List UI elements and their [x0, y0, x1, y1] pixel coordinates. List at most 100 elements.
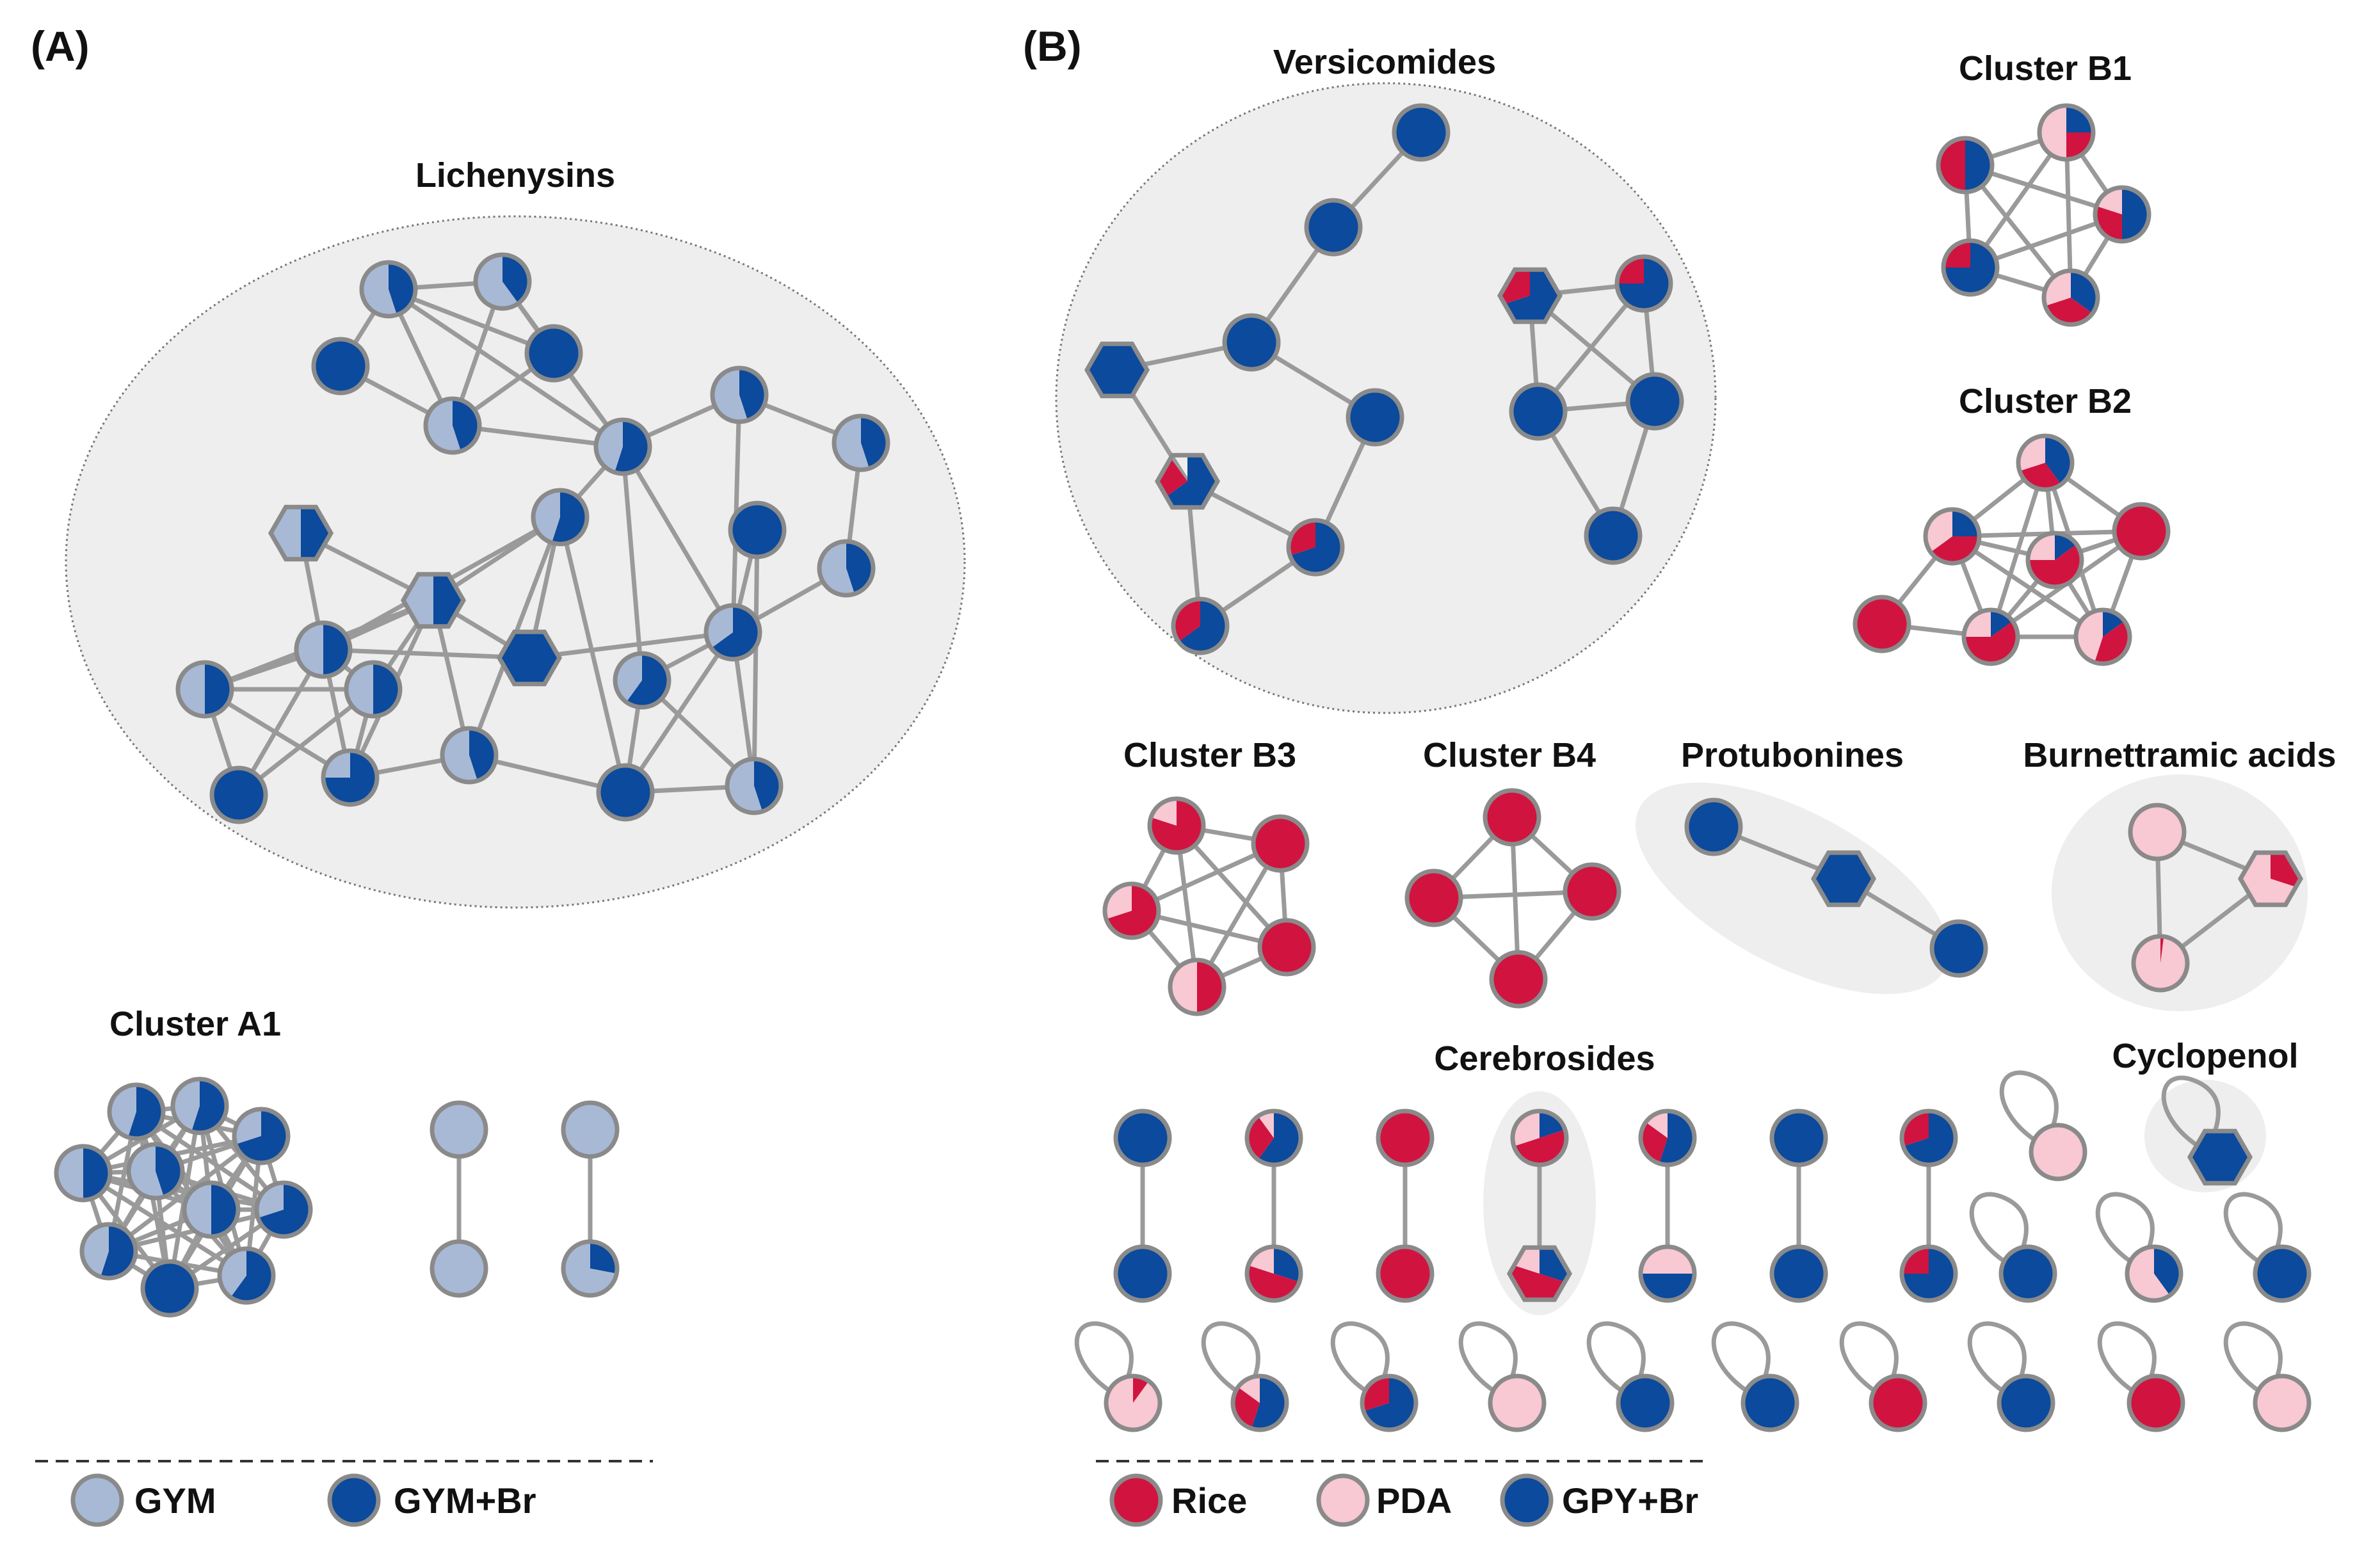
cluster-label-b2: Cluster B2: [1959, 382, 2132, 420]
cluster-b3-node: [1102, 881, 1161, 940]
cluster-b3-node: [1168, 957, 1226, 1016]
cluster-label-a1: Cluster A1: [109, 1005, 281, 1043]
lichenysins-node: [725, 756, 784, 815]
lichenysins-node: [359, 260, 418, 319]
lichenysins-node: [524, 324, 583, 383]
singleton-row-8-node: [1997, 1373, 2055, 1432]
legend-swatch-pda: [1316, 1473, 1370, 1527]
lichenysins-node: [268, 504, 334, 562]
lichenysins-edge: [387, 287, 555, 356]
cyclopenol-self-loop: [2161, 1075, 2221, 1146]
lichenysins-edge: [620, 445, 736, 634]
cluster-b4-node: [1563, 862, 1621, 921]
cluster-a1-edge: [82, 1171, 248, 1277]
singleton-row-2-node: [1230, 1373, 1289, 1432]
cyclopenol-node: [2187, 1128, 2253, 1186]
versicomides-node: [1346, 388, 1404, 447]
versicomides-node: [1084, 341, 1150, 399]
cluster-a1-node: [107, 1082, 166, 1141]
legend-swatch-rice: [1109, 1473, 1163, 1527]
singleton-row-10-node: [2253, 1373, 2312, 1432]
legend-swatch-gym: [70, 1473, 124, 1527]
lichenysins-node: [728, 500, 787, 559]
cerebrosides-pair-6-node: [1769, 1109, 1828, 1167]
cluster-label-cerebrosides: Cerebrosides: [1434, 1039, 1655, 1078]
cluster-a1-node: [140, 1259, 199, 1318]
protubonines-node: [1810, 850, 1877, 908]
cluster-b2-node: [2073, 607, 2132, 666]
lichenysins-node: [400, 572, 467, 629]
cluster-a1-node: [170, 1077, 229, 1135]
singleton-row-5-self-loop: [1586, 1321, 1646, 1392]
cluster-label-b1: Cluster B1: [1959, 49, 2132, 88]
singleton-navy-2-self-loop: [2223, 1192, 2283, 1263]
singleton-row-3-self-loop: [1330, 1321, 1390, 1392]
lichenysins-node: [531, 488, 590, 547]
cluster-b4-node: [1489, 950, 1548, 1009]
text-labels: (A) (B) Lichenysins Cluster A1 Versicomi…: [31, 22, 2336, 1078]
lichenysins-node: [710, 365, 769, 424]
singleton-row-7-node: [1869, 1373, 1927, 1432]
cerebrosides-pair-3-node: [1376, 1244, 1435, 1303]
singleton-pda-1-node: [2029, 1123, 2087, 1181]
protubonines-node: [1929, 919, 1988, 978]
versicomides-sub-node: [1625, 372, 1684, 431]
legends: GYM GYM+Br Rice PDA GPY+Br: [35, 1460, 1709, 1527]
singleton-row-1-node: [1104, 1373, 1162, 1432]
singleton-row-1-self-loop: [1074, 1321, 1134, 1392]
protubonines-background: [1636, 782, 1949, 995]
legend-swatch-gpybr: [1500, 1473, 1554, 1527]
versicomides-sub-node: [1584, 506, 1643, 565]
versicomides-node: [1392, 103, 1451, 162]
singleton-row-8-self-loop: [1967, 1321, 2027, 1392]
cluster-b1-node: [2041, 268, 2100, 327]
lichenysins-edge: [387, 287, 624, 449]
lichenysins-edge: [529, 630, 734, 660]
lichenysins-node: [596, 763, 655, 822]
cluster-label-protubonines: Protubonines: [1681, 736, 1904, 774]
cerebrosides-pair-1-node: [1113, 1109, 1172, 1167]
legend-label-gym: GYM: [134, 1480, 216, 1521]
singleton-row-5-node: [1616, 1373, 1675, 1432]
panel-label-b: (B): [1023, 22, 1082, 70]
cluster-label-cyclopenol: Cyclopenol: [2112, 1037, 2298, 1075]
singleton-row-4-node: [1488, 1373, 1547, 1432]
legend-swatch-gymbr: [327, 1473, 381, 1527]
lichenysins-node: [344, 660, 403, 719]
cluster-b2-edge: [1951, 534, 2104, 639]
cluster-b2-node: [2016, 433, 2075, 492]
cluster-a1-node: [182, 1180, 241, 1239]
lichenysins-node: [593, 417, 652, 476]
cluster-a1-node: [79, 1222, 138, 1281]
cluster-a1-node: [126, 1142, 185, 1201]
lichenysins-node: [440, 726, 499, 785]
singleton-row-9-node: [2127, 1373, 2185, 1432]
panel-label-a: (A): [31, 22, 90, 70]
cluster-a1-edge: [167, 1105, 202, 1289]
cluster-a1-node: [232, 1107, 291, 1165]
lichenysins-edge: [323, 647, 530, 660]
cluster-a1-node: [54, 1144, 113, 1203]
lichenysins-node: [423, 396, 482, 455]
singleton-pda-1-self-loop: [1999, 1070, 2059, 1141]
legend-label-gymbr: GYM+Br: [394, 1480, 536, 1521]
cerebrosides-pair-1-node: [1113, 1244, 1172, 1303]
cluster-label-versicomides: Versicomides: [1273, 43, 1496, 81]
cerebrosides-pair-2-node: [1244, 1109, 1303, 1167]
burnettramic-background: [2052, 774, 2308, 1011]
singleton-row-3-node: [1360, 1373, 1419, 1432]
cerebrosides-pair-3-node: [1376, 1109, 1435, 1167]
singleton-row-6-self-loop: [1711, 1321, 1771, 1392]
lichenysins-node: [817, 539, 876, 598]
lichenysins-node: [473, 252, 532, 311]
cerebrosides-pair-6-node: [1769, 1244, 1828, 1303]
lichenysins-node: [496, 629, 563, 687]
singleton-row-4-self-loop: [1458, 1321, 1518, 1392]
singleton-row-10-self-loop: [2223, 1321, 2283, 1392]
singleton-mix-1-self-loop: [2095, 1192, 2155, 1263]
lichenysins-edge: [752, 529, 760, 787]
protubonines-node: [1684, 797, 1743, 856]
singleton-row-6-node: [1741, 1373, 1799, 1432]
lichenysins-node: [175, 660, 234, 719]
